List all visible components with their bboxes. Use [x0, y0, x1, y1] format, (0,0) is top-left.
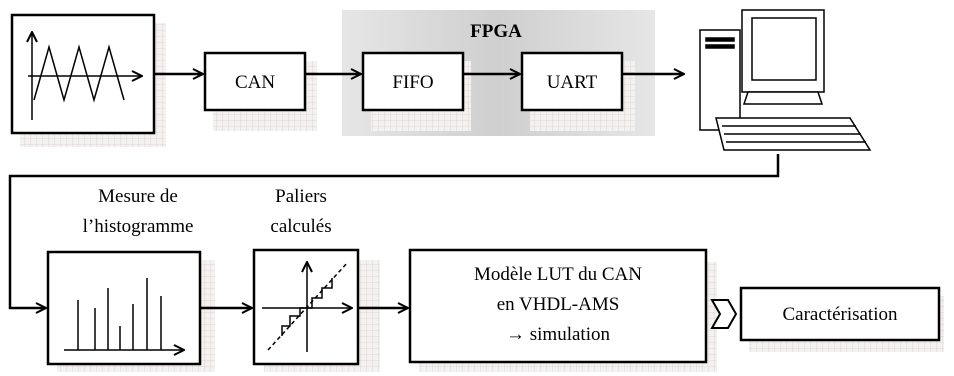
fifo-label: FIFO — [392, 72, 433, 93]
steps-label-line2: calculés — [270, 216, 331, 237]
steps-label-line1: Paliers — [275, 186, 327, 207]
steps-block — [252, 248, 380, 372]
histogram-bars-icon — [64, 278, 184, 350]
chevron-arrow-model-to-characterisation — [710, 299, 738, 329]
histogram-block — [46, 250, 215, 372]
characterisation-block: Caractérisation — [739, 286, 944, 352]
fpga-title: FPGA — [470, 21, 522, 42]
triangle-wave-icon — [28, 32, 142, 120]
can-label: CAN — [235, 72, 275, 93]
histogram-label-line2: l’histogramme — [83, 216, 194, 237]
characterisation-label: Caractérisation — [782, 304, 898, 325]
model-line3: → simulation — [506, 324, 610, 345]
arrow-computer-to-histogram — [8, 154, 780, 308]
fifo-block: FIFO — [361, 51, 471, 131]
model-line1: Modèle LUT du CAN — [474, 264, 642, 285]
staircase-icon — [262, 262, 352, 352]
signal-generator-block — [10, 13, 166, 147]
lut-model-block: Modèle LUT du CAN en VHDL-AMS → simulati… — [408, 248, 717, 372]
computer-icon — [699, 9, 872, 151]
uart-label: UART — [547, 72, 598, 93]
model-line2: en VHDL-AMS — [497, 294, 620, 315]
can-block: CAN — [203, 51, 317, 131]
histogram-label-line1: Mesure de — [98, 186, 178, 207]
uart-block: UART — [520, 51, 635, 131]
